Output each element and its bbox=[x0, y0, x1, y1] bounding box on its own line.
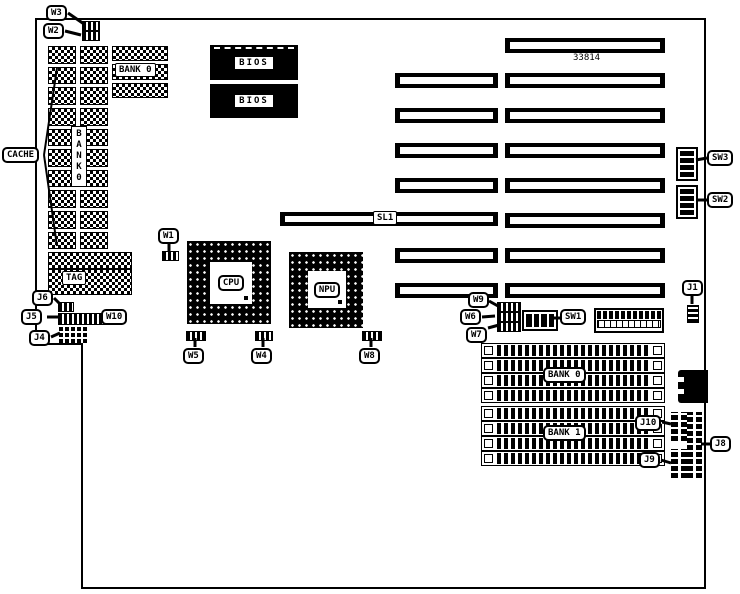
expansion-slot bbox=[395, 143, 498, 158]
tag-ram-chip bbox=[48, 269, 132, 295]
jumper-label-w5: W5 bbox=[183, 348, 204, 364]
memory-chip bbox=[48, 231, 76, 250]
switch-label-sw3: SW3 bbox=[707, 150, 734, 166]
jumper-label-w7: W7 bbox=[466, 327, 487, 343]
expansion-slot bbox=[395, 178, 498, 193]
pin-row bbox=[597, 311, 661, 319]
connector-label-j4: J4 bbox=[29, 330, 50, 346]
expansion-slot bbox=[395, 108, 498, 123]
connector-label-j1: J1 bbox=[682, 280, 703, 296]
connector-j9 bbox=[671, 449, 688, 478]
dip-switch-sw2 bbox=[676, 185, 698, 219]
expansion-slot bbox=[505, 248, 665, 263]
jumper-label-w2: W2 bbox=[43, 23, 64, 39]
expansion-slot bbox=[505, 108, 665, 123]
connector-label-j8: J8 bbox=[710, 436, 731, 452]
connector-j4 bbox=[58, 325, 90, 344]
bios-label: BIOS bbox=[235, 56, 273, 69]
jumper-w2 bbox=[82, 31, 100, 41]
slot-label-sl1: SL1 bbox=[373, 211, 398, 225]
memory-chip bbox=[48, 211, 76, 229]
memory-chip bbox=[112, 46, 168, 62]
cache-bank0-vertical-label: BANK0 bbox=[71, 126, 87, 187]
dram-bank0-label: BANK 0 bbox=[115, 63, 156, 77]
expansion-slot bbox=[505, 38, 665, 53]
expansion-slot bbox=[505, 73, 665, 88]
connector-notch bbox=[678, 377, 684, 382]
switch-label-sw1: SW1 bbox=[560, 309, 587, 325]
pin-header-sw1-right bbox=[594, 308, 664, 333]
jumper-label-w6: W6 bbox=[460, 309, 481, 325]
memory-chip bbox=[48, 190, 76, 209]
cpu-socket: CPU bbox=[187, 241, 271, 324]
part-number: 33814 bbox=[573, 53, 601, 63]
connector-j1 bbox=[687, 305, 699, 323]
memory-chip bbox=[48, 87, 76, 105]
memory-chip bbox=[80, 66, 108, 85]
bios-rom-2: BIOS bbox=[210, 84, 298, 118]
cpu-pin1-dot bbox=[244, 296, 248, 300]
simm-socket bbox=[481, 343, 665, 358]
jumper-label-w9: W9 bbox=[468, 292, 489, 308]
jumper-w7 bbox=[497, 322, 521, 332]
expansion-slot bbox=[395, 248, 498, 263]
tag-ram-chip bbox=[48, 252, 132, 269]
simm-socket bbox=[481, 388, 665, 403]
bios-pin1-dash bbox=[214, 47, 294, 49]
expansion-slot bbox=[505, 283, 665, 298]
memory-chip bbox=[48, 46, 76, 64]
npu-socket: NPU bbox=[289, 252, 363, 328]
npu-label: NPU bbox=[313, 281, 341, 298]
connector-j6 bbox=[58, 302, 74, 312]
connector-label-j9: J9 bbox=[639, 452, 660, 468]
cpu-die: CPU bbox=[210, 262, 252, 304]
jumper-label-w1: W1 bbox=[158, 228, 179, 244]
jumper-w1 bbox=[162, 251, 179, 261]
jumper-label-w4: W4 bbox=[251, 348, 272, 364]
tag-label: TAG bbox=[62, 271, 87, 285]
memory-chip bbox=[80, 46, 108, 64]
memory-chip bbox=[80, 107, 108, 126]
memory-chip bbox=[112, 82, 168, 98]
memory-chip bbox=[80, 190, 108, 209]
jumper-label-w3: W3 bbox=[46, 5, 67, 21]
expansion-slot bbox=[505, 213, 665, 228]
jumper-label-w8: W8 bbox=[359, 348, 380, 364]
npu-die: NPU bbox=[308, 271, 346, 308]
memory-chip bbox=[48, 66, 76, 85]
expansion-slot bbox=[505, 143, 665, 158]
cpu-label: CPU bbox=[217, 275, 245, 291]
dip-switch-sw1 bbox=[522, 310, 558, 331]
cache-label: CACHE bbox=[2, 147, 40, 163]
jumper-w5 bbox=[186, 331, 206, 341]
connector-label-j6: J6 bbox=[32, 290, 53, 306]
memory-chip bbox=[48, 107, 76, 126]
simm-socket bbox=[481, 451, 665, 466]
connector-label-j5: J5 bbox=[21, 309, 42, 325]
simm-bank1-label: BANK 1 bbox=[543, 425, 586, 441]
connector-label-j10: J10 bbox=[635, 415, 662, 431]
pin-row bbox=[597, 320, 661, 328]
jumper-label-w10: W10 bbox=[101, 309, 128, 325]
simm-bank0-label: BANK 0 bbox=[543, 367, 586, 383]
memory-chip bbox=[80, 87, 108, 105]
jumper-w9 bbox=[497, 302, 521, 312]
memory-chip bbox=[80, 211, 108, 229]
jumper-w3 bbox=[82, 21, 100, 31]
connector-j8 bbox=[687, 412, 702, 478]
bios-label: BIOS bbox=[235, 95, 273, 107]
bios-rom-1: BIOS bbox=[210, 45, 298, 80]
jumper-w6 bbox=[497, 312, 521, 322]
expansion-slot bbox=[505, 178, 665, 193]
keyboard-connector bbox=[678, 370, 708, 403]
memory-chip bbox=[80, 231, 108, 250]
npu-pin1-dot bbox=[338, 300, 342, 304]
connector-notch bbox=[678, 389, 684, 394]
jumper-w8 bbox=[362, 331, 382, 341]
connector-j10 bbox=[671, 412, 688, 441]
dip-switch-sw3 bbox=[676, 147, 698, 181]
switch-label-sw2: SW2 bbox=[707, 192, 734, 208]
jumper-w4 bbox=[255, 331, 273, 341]
expansion-slot bbox=[395, 73, 498, 88]
